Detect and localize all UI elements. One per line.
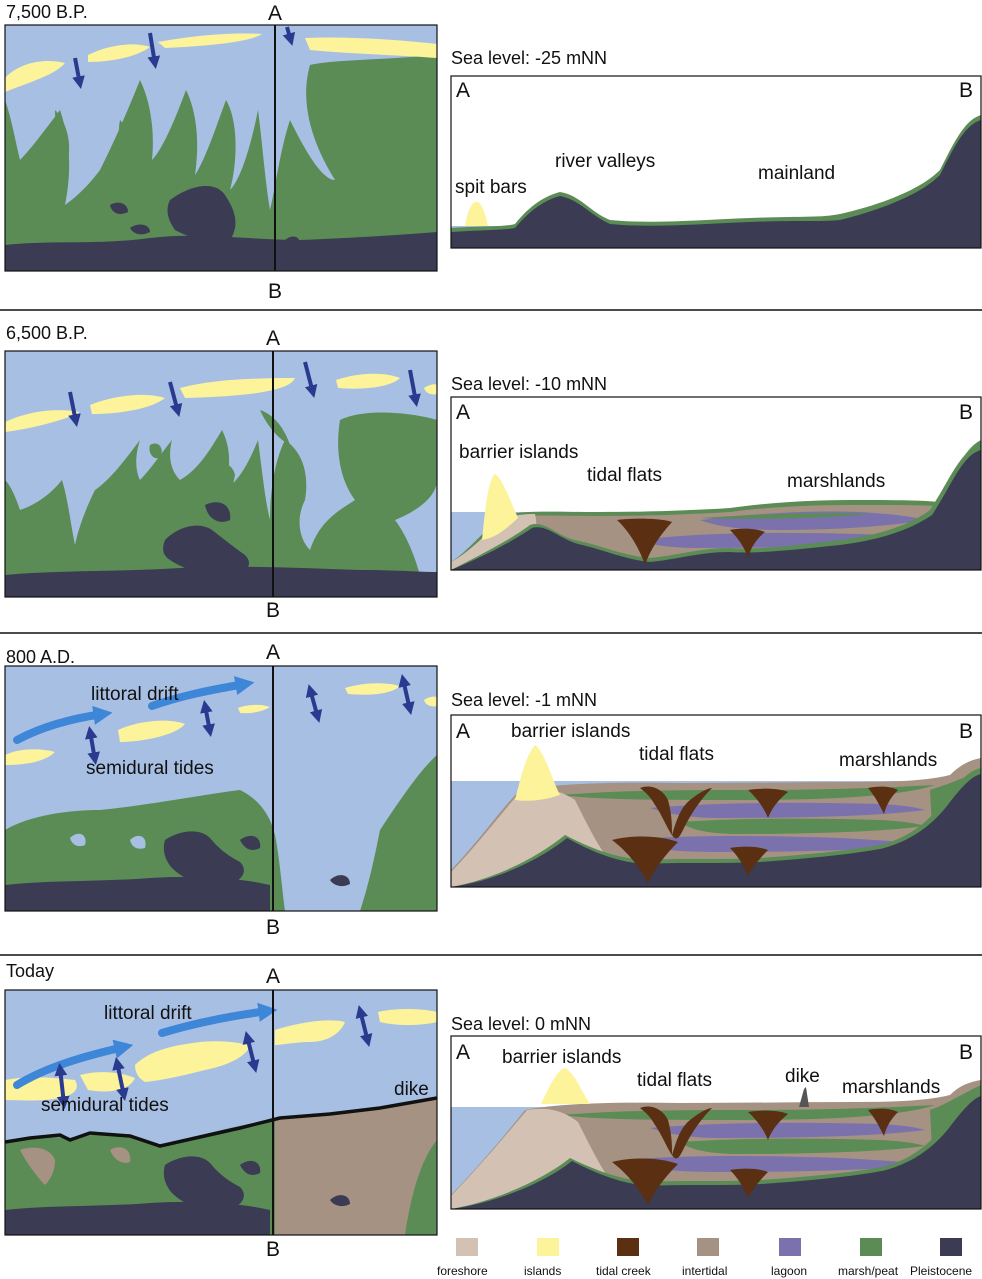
map-label-littoral-drift: littoral drift [104, 1003, 192, 1024]
legend-swatch-pleistocene [940, 1238, 962, 1256]
label-tidal-flats: tidal flats [639, 744, 714, 765]
sea-level: Sea level: -1 mNN [451, 690, 597, 710]
legend-swatch-intertidal [697, 1238, 719, 1256]
label-barrier-islands: barrier islands [459, 442, 578, 463]
legend-label-islands: islands [524, 1264, 561, 1278]
marker-a: A [266, 965, 280, 988]
marker-b: B [266, 599, 280, 622]
label-marshlands: marshlands [842, 1077, 940, 1098]
marker-a: A [268, 2, 282, 25]
profile-marker-b: B [959, 401, 973, 424]
legend-swatch-marsh-peat [860, 1238, 882, 1256]
marker-b: B [266, 916, 280, 939]
legend: foreshore islands tidal creek intertidal… [437, 1238, 972, 1278]
map-800ad [5, 666, 437, 911]
sea-level: Sea level: -10 mNN [451, 374, 607, 394]
profile-6500bp [451, 397, 981, 570]
panel-6500bp: 6,500 B.P. A B Sea level: -10 mNN [4, 323, 982, 622]
label-barrier-islands: barrier islands [511, 721, 630, 742]
label-marshlands: marshlands [787, 471, 885, 492]
profile-7500bp [451, 76, 981, 248]
profile-frame [450, 75, 982, 249]
panel-today: Today A B littoral dr [4, 961, 982, 1261]
profile-marker-a: A [456, 79, 470, 102]
label-spit-bars: spit bars [455, 177, 527, 198]
label-barrier-islands: barrier islands [502, 1047, 621, 1068]
label-mainland: mainland [758, 163, 835, 184]
era-label: 800 A.D. [6, 647, 75, 667]
profile-800ad [451, 715, 981, 887]
map-label-semidural-tides: semidural tides [41, 1095, 169, 1116]
panel-800ad: 800 A.D. A B littoral drift [4, 641, 982, 939]
legend-label-foreshore: foreshore [437, 1264, 488, 1278]
label-tidal-flats: tidal flats [637, 1070, 712, 1091]
marker-a: A [266, 641, 280, 664]
map-7500bp [5, 25, 437, 271]
profile-marker-b: B [959, 79, 973, 102]
sea-level: Sea level: 0 mNN [451, 1014, 591, 1034]
map-label-dike: dike [394, 1079, 429, 1100]
legend-swatch-islands [537, 1238, 559, 1256]
profile-marker-a: A [456, 401, 470, 424]
legend-swatch-foreshore [456, 1238, 478, 1256]
legend-label-lagoon: lagoon [771, 1264, 807, 1278]
profile-marker-b: B [959, 1041, 973, 1064]
profile-marker-a: A [456, 720, 470, 743]
profile-today [451, 1036, 981, 1209]
map-today [5, 990, 437, 1235]
map-label-semidural-tides: semidural tides [86, 758, 214, 779]
label-river-valleys: river valleys [555, 151, 655, 172]
marker-b: B [268, 280, 282, 303]
profile-frame [450, 396, 982, 571]
era-label: 6,500 B.P. [6, 323, 88, 343]
map-6500bp [5, 351, 437, 597]
map-frame [4, 24, 438, 272]
map-label-littoral-drift: littoral drift [91, 684, 179, 705]
map-frame [4, 665, 438, 912]
marker-a: A [266, 327, 280, 350]
legend-swatch-tidal-creek [617, 1238, 639, 1256]
legend-label-marsh-peat: marsh/peat [838, 1264, 899, 1278]
marker-b: B [266, 1238, 280, 1261]
map-frame [4, 989, 438, 1236]
profile-frame [450, 714, 982, 888]
profile-marker-a: A [456, 1041, 470, 1064]
sea-level: Sea level: -25 mNN [451, 48, 607, 68]
label-marshlands: marshlands [839, 750, 937, 771]
label-tidal-flats: tidal flats [587, 465, 662, 486]
legend-label-intertidal: intertidal [682, 1264, 727, 1278]
label-dike: dike [785, 1066, 820, 1087]
era-label: 7,500 B.P. [6, 2, 88, 22]
profile-marker-b: B [959, 720, 973, 743]
era-label: Today [6, 961, 54, 981]
legend-swatch-lagoon [779, 1238, 801, 1256]
legend-label-pleistocene: Pleistocene [910, 1264, 972, 1278]
map-frame [4, 350, 438, 598]
legend-label-tidal-creek: tidal creek [596, 1264, 652, 1278]
profile-frame [450, 1035, 982, 1210]
panel-7500bp: 7,500 B.P. A B Sea level: -25 mNN [4, 2, 982, 303]
